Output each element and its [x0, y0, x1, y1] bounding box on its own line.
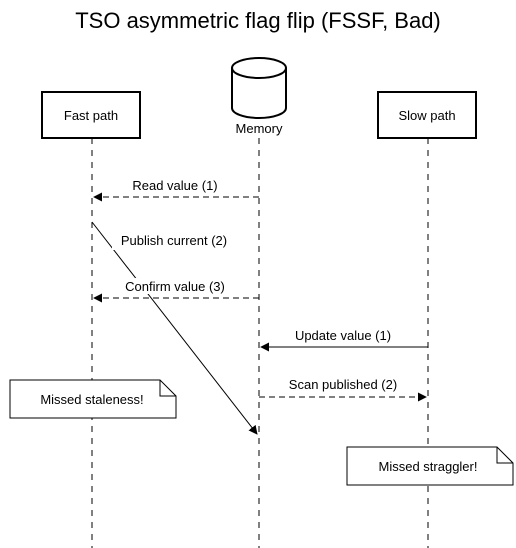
- note-missed-straggler-label: Missed straggler!: [379, 459, 478, 474]
- message-publish-current: Publish current (2): [91, 221, 258, 435]
- message-update-value: Update value (1): [260, 328, 428, 352]
- participant-memory-label: Memory: [236, 121, 283, 136]
- note-missed-straggler: Missed straggler!: [346, 446, 514, 486]
- database-cylinder-icon: [231, 57, 287, 119]
- message-confirm-value-label: Confirm value (3): [125, 279, 225, 294]
- participant-slow-path-label: Slow path: [398, 108, 455, 123]
- participant-slow-path: Slow path: [377, 91, 477, 139]
- note-missed-staleness-label: Missed staleness!: [40, 392, 143, 407]
- message-update-value-label: Update value (1): [295, 328, 391, 343]
- diagram-title: TSO asymmetric flag flip (FSSF, Bad): [75, 8, 441, 33]
- message-scan-published-label: Scan published (2): [289, 377, 397, 392]
- message-read-value-label: Read value (1): [132, 178, 217, 193]
- message-publish-current-label: Publish current (2): [121, 233, 227, 248]
- note-missed-staleness: Missed staleness!: [9, 379, 177, 419]
- participant-memory: Memory: [231, 57, 287, 136]
- message-confirm-value: Confirm value (3): [93, 278, 259, 303]
- participant-fast-path: Fast path: [41, 91, 141, 139]
- message-read-value: Read value (1): [93, 178, 259, 202]
- participant-fast-path-label: Fast path: [64, 108, 118, 123]
- message-scan-published: Scan published (2): [259, 377, 427, 402]
